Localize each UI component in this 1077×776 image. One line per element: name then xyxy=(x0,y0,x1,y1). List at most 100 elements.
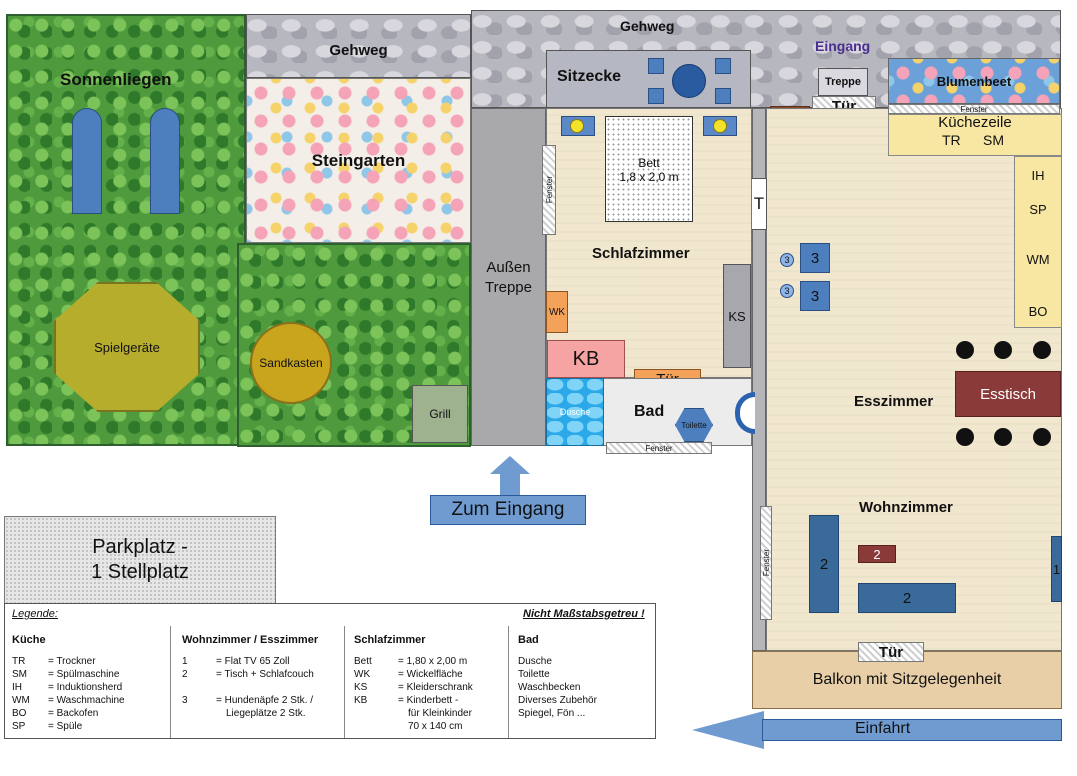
zum-eingang-arrow-stem xyxy=(500,473,520,497)
parkplatz: Parkplatz - 1 Stellplatz xyxy=(4,516,276,604)
label-bett: Bett 1,8 x 2,0 m xyxy=(605,156,693,184)
label-bett-2: 1,8 x 2,0 m xyxy=(619,170,679,184)
kb: KB xyxy=(547,340,625,378)
legend-item-value: = Wickelfläche xyxy=(398,669,463,680)
label-steingarten: Steingarten xyxy=(311,151,406,170)
legend-item: WM = Waschmachine xyxy=(12,694,125,707)
label-aussen-treppe: Außen Treppe xyxy=(471,258,546,298)
label-sp: SP xyxy=(1029,202,1047,217)
legend-item: IH = Induktionsherd xyxy=(12,681,125,694)
legend-item: Liegeplätze 2 Stk. xyxy=(182,707,318,720)
legend-item-value: = Flat TV 65 Zoll xyxy=(216,656,290,667)
treppe-entrance: Treppe xyxy=(818,68,868,96)
legend-item: Diverses Zubehör xyxy=(518,695,597,706)
label-grill: Grill xyxy=(429,407,451,421)
label-tuer-balkon: Tür xyxy=(878,643,904,661)
couch-horizontal: 2 xyxy=(858,583,956,613)
label-t: T xyxy=(753,194,765,213)
legend-item xyxy=(182,681,318,694)
zum-eingang-arrow-head xyxy=(490,456,530,474)
legend-heading-wohnzimmer: Wohnzimmer / Esszimmer xyxy=(182,634,319,646)
label-ih: IH xyxy=(1031,168,1045,183)
chair-2 xyxy=(715,58,731,74)
chair-top-3 xyxy=(1033,341,1051,359)
dog-bowl-2: 3 xyxy=(780,284,794,298)
legend-item: für Kleinkinder xyxy=(354,707,473,720)
legend-item-value: = Kinderbett - xyxy=(398,695,459,706)
fenster-living: Fenster xyxy=(760,506,772,620)
legend-heading-bad: Bad xyxy=(518,634,539,646)
legend-item-key xyxy=(182,681,216,694)
legend-item: 2 = Tisch + Schlafcouch xyxy=(182,668,318,681)
chair-3 xyxy=(648,88,664,104)
legend-item: KS= Kleiderschrank xyxy=(354,681,473,694)
label-kuechenzeile: Küchezeile xyxy=(938,114,1012,131)
zum-eingang-box: Zum Eingang xyxy=(430,495,586,525)
label-gehweg-left: Gehweg xyxy=(329,42,388,59)
legend-divider-3 xyxy=(508,626,509,738)
label-tr: TR xyxy=(942,132,961,148)
legend-heading-schlafzimmer: Schlafzimmer xyxy=(354,634,426,646)
label-fenster-kitchen: Fenster xyxy=(960,104,988,114)
label-wm: WM xyxy=(1026,252,1050,267)
legend-item: WK= Wickelfläche xyxy=(354,668,473,681)
label-balkon: Balkon mit Sitzgelegenheit xyxy=(812,671,1002,688)
tuer-balkon: Tür xyxy=(858,642,924,662)
legend-heading-kueche: Küche xyxy=(12,634,46,646)
legend-item-key: 2 xyxy=(182,669,188,680)
legend-item-key: KS xyxy=(354,682,368,693)
legend-item-value: für Kleinkinder xyxy=(408,708,472,719)
label-one-tv: 1 xyxy=(1052,561,1061,577)
dog-bowl-1: 3 xyxy=(780,253,794,267)
label-fenster-bedroom: Fenster xyxy=(544,176,554,204)
garden-sonnenliegen xyxy=(6,14,246,446)
legend-item-key: 3 xyxy=(182,695,188,706)
legend-item: SP= Spüle xyxy=(12,720,125,733)
label-treppe-out: Treppe xyxy=(485,279,532,296)
label-parkplatz-2: 1 Stellplatz xyxy=(91,561,189,583)
label-three-1: 3 xyxy=(810,249,820,267)
legend-item-value: = Induktionsherd xyxy=(48,682,123,693)
legend-item-value: = Trockner xyxy=(48,656,96,667)
legend-item: KB = Kinderbett - xyxy=(354,694,473,707)
legend-item: Spiegel, Fön ... xyxy=(518,708,586,719)
chair-top-2 xyxy=(994,341,1012,359)
label-two-table: 2 xyxy=(873,546,881,562)
t-marker: T xyxy=(751,178,767,230)
chair-bottom-1 xyxy=(956,428,974,446)
label-dusche: Dusche xyxy=(559,407,591,417)
bett xyxy=(605,116,693,222)
kitchen-side xyxy=(1014,156,1062,328)
legend-item-value: = Spülmaschine xyxy=(48,669,120,680)
legend-item-key: 1 xyxy=(182,656,188,667)
legend-item-value: Liegeplätze 2 Stk. xyxy=(226,708,306,719)
label-bad: Bad xyxy=(634,403,665,420)
label-three-2: 3 xyxy=(810,287,820,305)
lamp-right-bulb xyxy=(713,119,727,133)
kuechenzeile xyxy=(888,114,1062,156)
legend-item-value: = Tisch + Schlafcouch xyxy=(216,669,314,680)
label-sm: SM xyxy=(983,132,1004,148)
legend-item: Bett= 1,80 x 2,00 m xyxy=(354,655,473,668)
legend-item-value: = Backofen xyxy=(48,708,99,719)
legend-item-key: WM xyxy=(12,695,30,706)
legend-note: Nicht Maßstabsgetreu ! xyxy=(523,608,645,620)
legend-item-key: KB xyxy=(354,695,368,706)
einfahrt-arrow-head xyxy=(692,711,764,749)
label-parkplatz-1: Parkplatz - xyxy=(92,536,188,558)
legend-item-key: TR xyxy=(12,656,26,667)
chair-top-1 xyxy=(956,341,974,359)
label-kb: KB xyxy=(572,347,600,370)
legend-item-key: IH xyxy=(12,682,22,693)
legend-item: TR = Trockner xyxy=(12,655,125,668)
esstisch: Esstisch xyxy=(955,371,1061,417)
legend-item-value: = Waschmachine xyxy=(48,695,125,706)
label-bo: BO xyxy=(1028,304,1048,319)
legend-item: 1 = Flat TV 65 Zoll xyxy=(182,655,318,668)
label-wohnzimmer: Wohnzimmer xyxy=(859,499,953,516)
round-table xyxy=(672,64,706,98)
label-esszimmer: Esszimmer xyxy=(854,393,934,410)
